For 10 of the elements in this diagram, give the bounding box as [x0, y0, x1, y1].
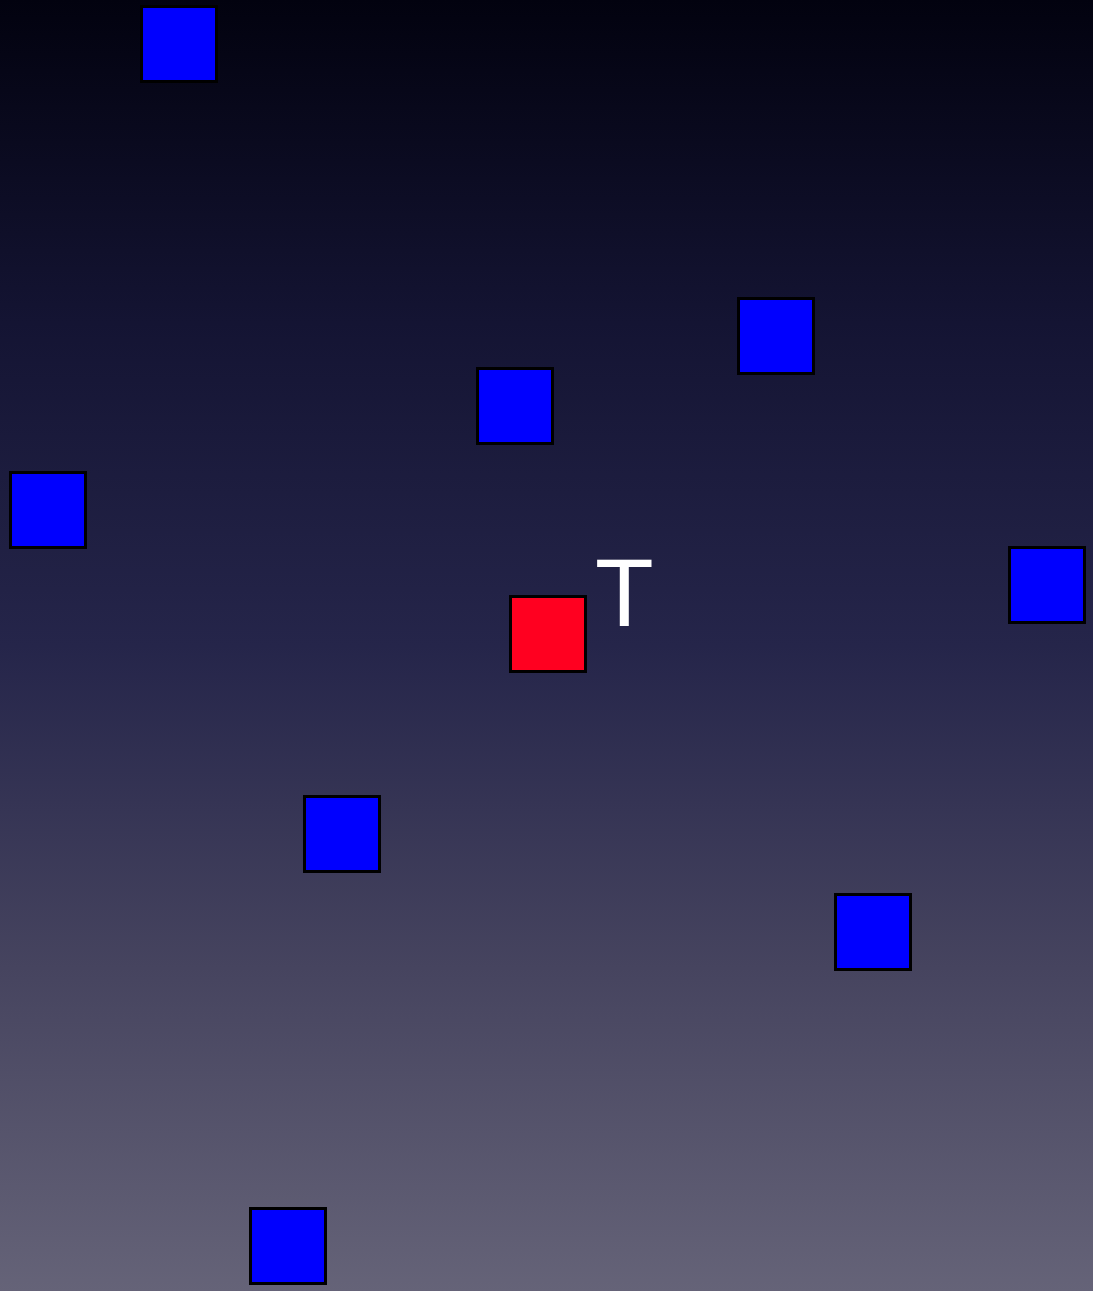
square-shape: [140, 5, 218, 83]
letter-label: T: [595, 545, 654, 641]
square-shape: [509, 595, 587, 673]
square-shape: [9, 471, 87, 549]
square-shape: [249, 1207, 327, 1285]
square-shape: [1008, 546, 1086, 624]
square-shape: [834, 893, 912, 971]
square-shape: [303, 795, 381, 873]
square-shape: [737, 297, 815, 375]
square-shape: [476, 367, 554, 445]
